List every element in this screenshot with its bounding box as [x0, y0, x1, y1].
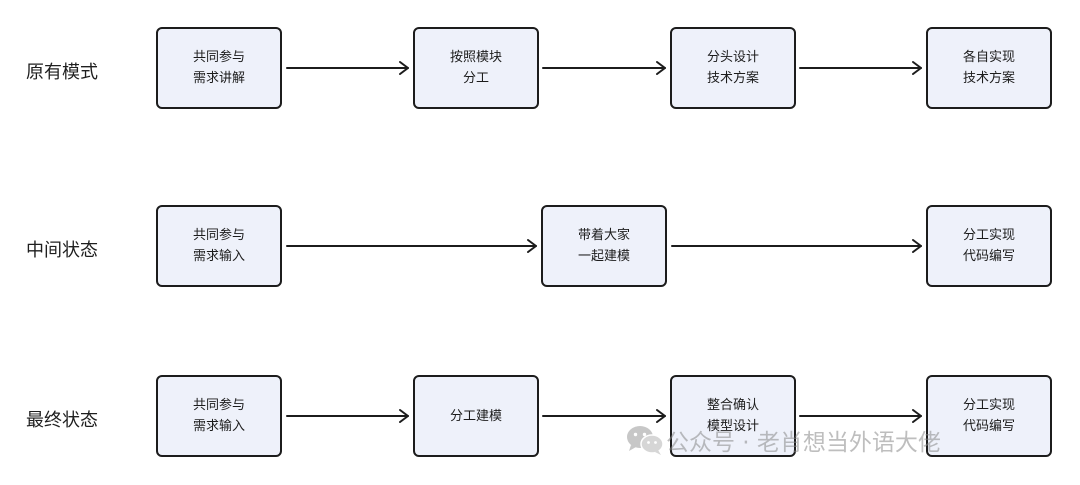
arrowhead-r3-2-3: [656, 409, 666, 423]
row-label-intermediate-state: 中间状态: [26, 240, 98, 261]
node-line: 模型设计: [706, 419, 759, 434]
node-line: 共同参与: [192, 50, 245, 65]
arrowhead-r2-1-2: [527, 239, 537, 253]
node-line: 分工建模: [449, 408, 502, 424]
row-label-final-state: 最终状态: [26, 410, 98, 431]
node-line: 分头设计: [706, 50, 759, 65]
arrowhead-r2-2-3: [912, 239, 922, 253]
arrowhead-r3-3-4: [912, 409, 922, 423]
node-line: 需求输入: [192, 249, 245, 264]
node-line: 一起建模: [577, 249, 630, 264]
node-r1-separate-design: 分头设计 技术方案: [670, 27, 796, 109]
node-r1-module-split: 按照模块 分工: [413, 27, 539, 109]
watermark-text: 公众号 · 老肖想当外语大佬: [666, 430, 941, 456]
node-line: 分工实现: [962, 228, 1015, 243]
node-line: 需求讲解: [192, 71, 245, 86]
node-r2-split-coding: 分工实现 代码编写: [926, 205, 1052, 287]
node-r3-requirement-input: 共同参与 需求输入: [156, 375, 282, 457]
watermark: 公众号 · 老肖想当外语大佬: [624, 423, 941, 457]
node-line: 代码编写: [962, 419, 1015, 434]
node-line: 共同参与: [192, 398, 245, 413]
row-label-original-mode: 原有模式: [26, 62, 98, 83]
arrowhead-r3-1-2: [399, 409, 409, 423]
node-line: 技术方案: [706, 71, 759, 86]
node-line: 需求输入: [192, 419, 245, 434]
node-line: 各自实现: [962, 50, 1015, 65]
arrowhead-r1-2-3: [656, 61, 666, 75]
wechat-icon: [627, 426, 664, 455]
node-r2-requirement-input: 共同参与 需求输入: [156, 205, 282, 287]
arrowhead-r1-3-4: [912, 61, 922, 75]
node-line: 分工实现: [962, 398, 1015, 413]
node-r1-requirement-explain: 共同参与 需求讲解: [156, 27, 282, 109]
node-r3-integrate-confirm: 整合确认 模型设计: [670, 375, 796, 457]
node-r1-separate-implement: 各自实现 技术方案: [926, 27, 1052, 109]
node-line: 代码编写: [962, 249, 1015, 264]
node-line: 整合确认: [706, 398, 759, 413]
node-r3-split-modeling: 分工建模: [413, 375, 539, 457]
node-line: 分工: [462, 71, 489, 86]
node-line: 共同参与: [192, 228, 245, 243]
arrowhead-r1-1-2: [399, 61, 409, 75]
node-line: 按照模块: [449, 50, 502, 65]
node-r3-split-coding: 分工实现 代码编写: [926, 375, 1052, 457]
node-r2-model-together: 带着大家 一起建模: [541, 205, 667, 287]
node-line: 带着大家: [577, 228, 630, 243]
node-line: 技术方案: [962, 71, 1015, 86]
